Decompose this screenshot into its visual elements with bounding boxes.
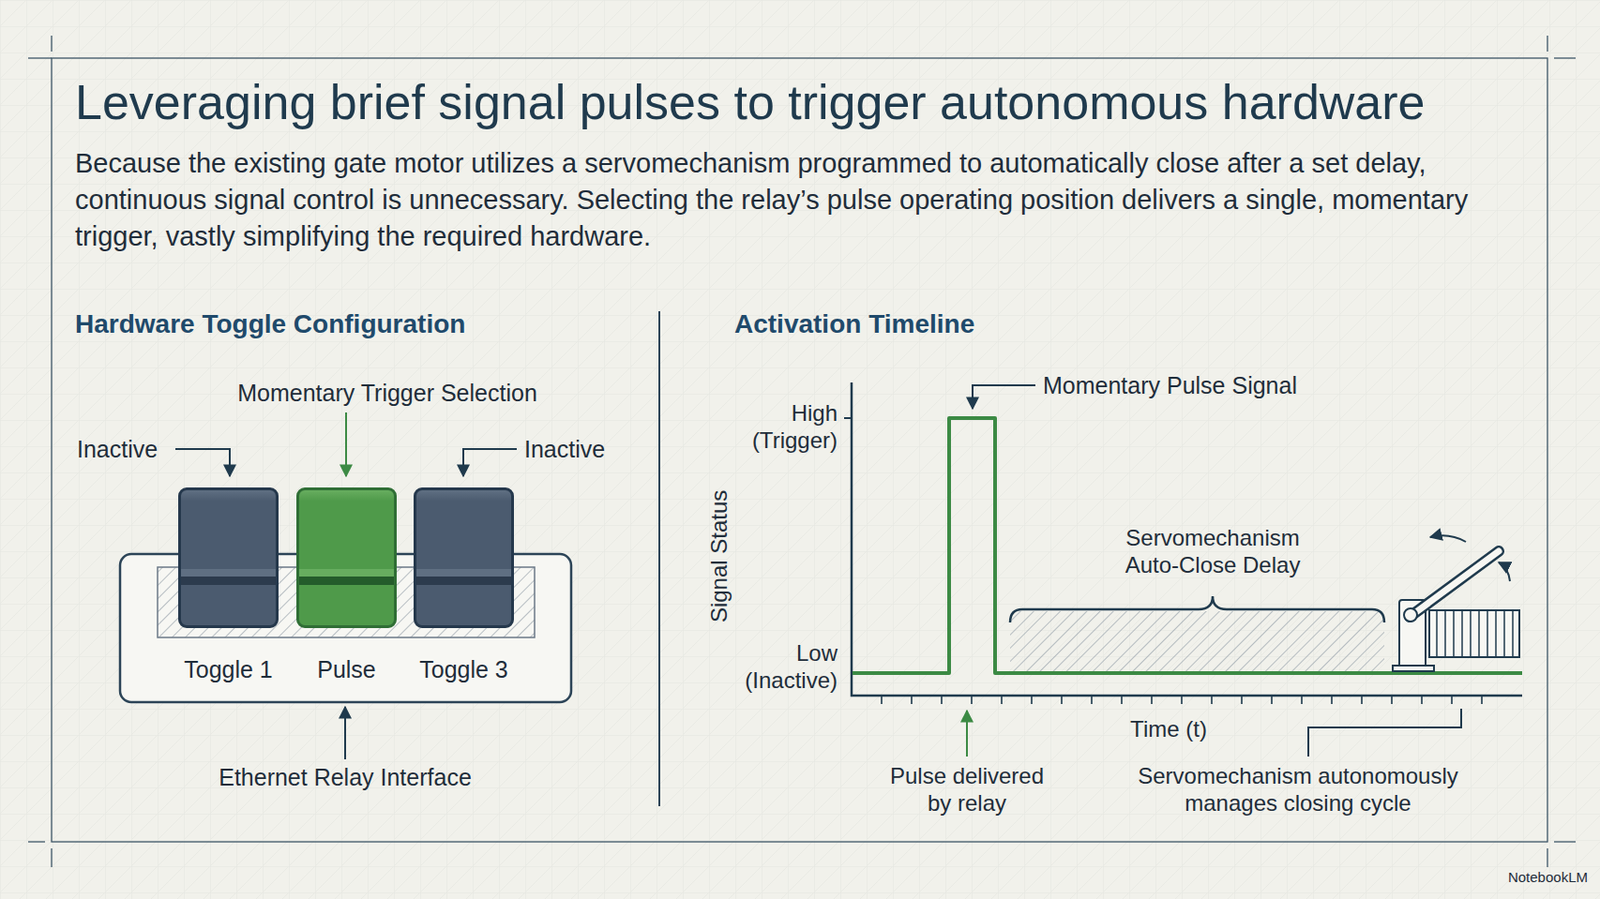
toggle-label: Pulse [316,656,377,684]
leader-line [345,412,348,477]
axis-tick [880,695,883,705]
axis-tick [1120,695,1123,705]
leader-line [463,449,517,477]
section-heading: Hardware Toggle Configuration [75,308,466,341]
callout-label: Pulse delivered by relay [877,763,1057,818]
axis-tick [1060,695,1063,705]
axis-tick [844,417,852,420]
frame [28,35,1576,868]
interval-label: Servomechanism Auto-Close Delay [1100,525,1326,580]
axis-tick [1300,695,1303,705]
callout-label: Inactive [76,435,158,464]
leader-line [972,385,1036,409]
leader-line [1308,709,1462,757]
axis-tick [1390,695,1393,705]
pulse-toggle: Pulse [296,487,397,629]
axis-tick [1420,695,1423,705]
gate-illustration [1392,535,1520,672]
gate-bar [1444,610,1447,658]
divider [658,311,661,807]
delay-hatch [1010,611,1385,672]
delay-bracket [1010,596,1385,623]
gate-bar [1435,610,1438,658]
axis-tick [970,695,973,705]
axis-tick [1150,695,1153,705]
axis-label: High (Trigger) [734,400,838,455]
toggle-label: Toggle 1 [183,656,273,684]
gate-bar [1486,610,1489,658]
gate-bar [1494,610,1497,658]
callout-label: Momentary Pulse Signal [1042,371,1298,400]
gate-bar [1511,610,1514,658]
axis-label: Low (Inactive) [720,640,838,695]
watermark: NotebookLM [1508,869,1588,887]
axis-ticks [881,695,1482,705]
leader-line [344,707,347,760]
axis-tick [1240,695,1243,705]
axis-tick [910,695,913,705]
leader-line [175,449,230,477]
toggle-label: Toggle 3 [419,656,509,684]
axis-tick [940,695,943,705]
intro-text: Because the existing gate motor utilizes… [75,145,1539,256]
gate-bar [1461,610,1464,658]
toggle-switch: Toggle 1 [178,487,279,629]
gate-bar [1503,610,1506,658]
axis-title: Signal Status [707,489,735,622]
toggle-switch: Toggle 3 [413,487,514,629]
callout-label: Servomechanism autonomously manages clos… [1115,763,1481,818]
axis-tick [1330,695,1333,705]
section-heading: Activation Timeline [734,308,975,341]
callout-label: Inactive [524,435,605,464]
axis-tick [1360,695,1363,705]
axis-title: Time (t) [1130,716,1208,744]
callout-label: Ethernet Relay Interface [218,763,472,792]
axis-tick [1210,695,1213,705]
gate-bar [1478,610,1480,658]
axes [851,382,1523,696]
axis-tick [1480,695,1483,705]
axis-tick [1000,695,1003,705]
pulse-signal [852,418,1523,674]
leader-line [966,710,968,757]
axis-tick [1090,695,1093,705]
gate-bar [1452,610,1455,658]
title: Leveraging brief signal pulses to trigge… [75,73,1426,132]
gate-bar [1469,610,1472,658]
axis-tick [1450,695,1453,705]
axis-tick [1030,695,1033,705]
axis-tick [1270,695,1273,705]
axis-tick [1180,695,1183,705]
callout-label: Momentary Trigger Selection [237,378,538,408]
